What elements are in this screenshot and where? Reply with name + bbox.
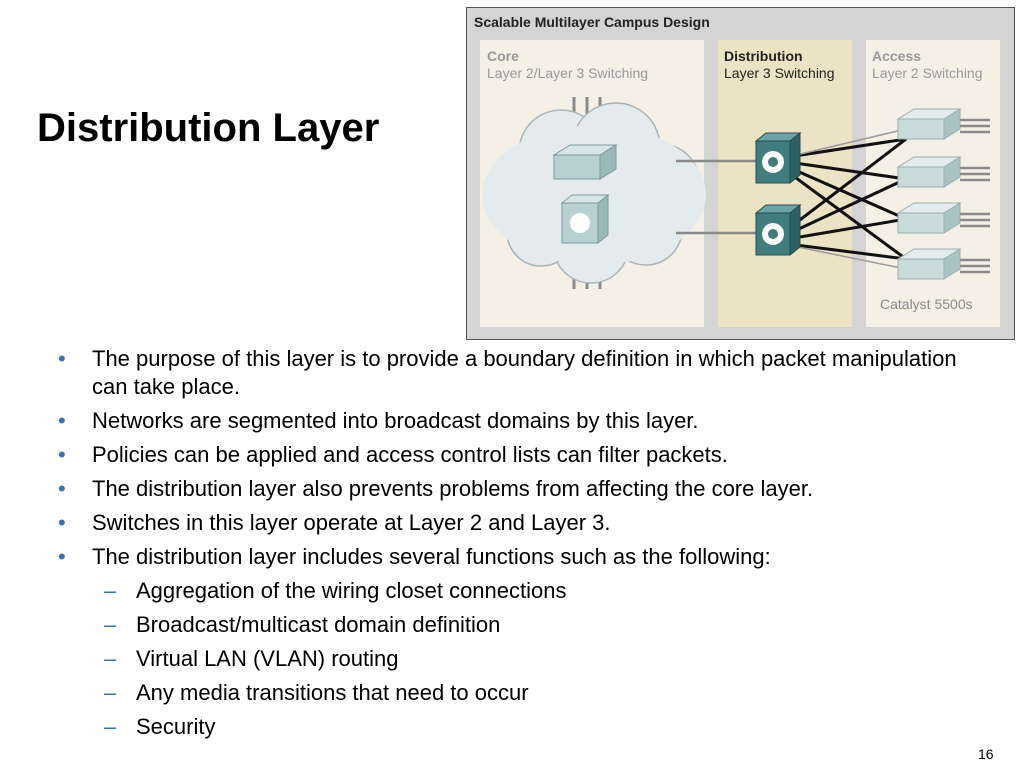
bullet-marker: • [58,408,66,433]
access-switch-3 [896,202,962,234]
sub-bullet-text: Any media transitions that need to occur [136,680,529,705]
access-switch-1 [896,108,962,140]
bullet-text: Switches in this layer operate at Layer … [92,510,611,535]
access-subheading: Layer 2 Switching [872,65,983,81]
sub-bullet-text: Virtual LAN (VLAN) routing [136,646,399,671]
distribution-access-links [787,137,907,261]
bullet-marker: • [58,476,66,501]
bullet-list: • The purpose of this layer is to provide… [58,345,988,747]
slide-title: Distribution Layer [37,106,380,150]
slide-number: 16 [978,746,994,762]
access-switch-2 [896,156,962,188]
sub-bullet-marker: – [104,612,117,637]
core-l3-switch [560,193,610,245]
distribution-subheading: Layer 3 Switching [724,65,835,81]
bullet-item: • The purpose of this layer is to provide… [58,345,988,401]
sub-bullet-marker: – [104,714,117,739]
bullet-item: • The distribution layer also prevents pr… [58,475,988,503]
access-host-links [960,118,990,274]
core-distribution-links [676,159,756,235]
bullet-item: • The distribution layer includes several… [58,543,988,571]
bullet-item: • Networks are segmented into broadcast d… [58,407,988,435]
bullet-marker: • [58,544,66,569]
sub-bullet-text: Broadcast/multicast domain definition [136,612,501,637]
sub-bullet-marker: – [104,646,117,671]
access-caption: Catalyst 5500s [880,296,973,312]
bullet-marker: • [58,346,66,371]
core-heading: Core [487,48,519,64]
sub-bullet-item: –Broadcast/multicast domain definition [58,611,988,639]
access-heading: Access [872,48,921,64]
distribution-switch-bottom [754,203,802,257]
campus-design-figure: Scalable Multilayer Campus Design Core L… [466,7,1015,340]
sub-bullet-text: Security [136,714,216,739]
sub-bullet-item: –Security [58,713,988,741]
figure-title: Scalable Multilayer Campus Design [474,14,710,30]
distribution-switch-top [754,131,802,185]
sub-bullet-marker: – [104,578,117,603]
bullet-text: The distribution layer also prevents pro… [92,476,814,501]
access-switch-4 [896,248,962,280]
sub-bullet-text: Aggregation of the wiring closet connect… [136,578,567,603]
bullet-marker: • [58,510,66,535]
access-core-dotted-links [787,128,907,270]
bullet-marker: • [58,442,66,467]
bullet-text: Networks are segmented into broadcast do… [92,408,699,433]
bullet-text: The purpose of this layer is to provide … [92,346,957,399]
bullet-item: • Switches in this layer operate at Layer… [58,509,988,537]
bullet-text: Policies can be applied and access contr… [92,442,728,467]
sub-bullet-item: –Aggregation of the wiring closet connec… [58,577,988,605]
core-subheading: Layer 2/Layer 3 Switching [487,65,648,81]
bullet-item: • Policies can be applied and access cont… [58,441,988,469]
sub-bullet-item: –Virtual LAN (VLAN) routing [58,645,988,673]
sub-bullet-marker: – [104,680,117,705]
bullet-text: The distribution layer includes several … [92,544,771,569]
core-l2-switch [552,144,618,180]
sub-bullet-item: –Any media transitions that need to occu… [58,679,988,707]
distribution-heading: Distribution [724,48,803,64]
